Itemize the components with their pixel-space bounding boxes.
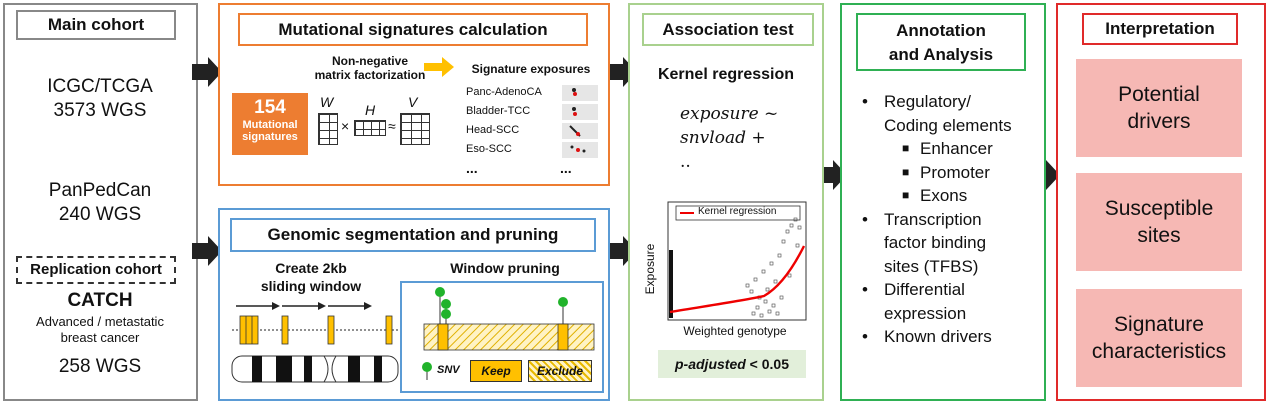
replication-cohort-title: Replication cohort — [16, 256, 176, 284]
kernel-regression-plot — [667, 201, 807, 321]
approx-symbol: ≈ — [388, 118, 396, 134]
arrow-icon — [192, 57, 222, 87]
catch-desc-1: Advanced / metastatic — [36, 314, 164, 329]
ellipsis-right: ... — [560, 160, 572, 176]
sliding-window-diagram — [231, 302, 399, 383]
icgc-label: ICGC/TCGA — [47, 76, 153, 97]
arrow-icon — [817, 160, 847, 190]
signature-count-label-2: signatures — [242, 131, 298, 143]
window-pruning-title: Window pruning — [450, 260, 560, 276]
annotation-subitem-exons: ■Exons — [902, 186, 968, 205]
exposures-title: Signature exposures — [471, 62, 591, 76]
sliding-window-label-1: Create 2kb — [275, 260, 347, 276]
times-symbol: × — [341, 118, 350, 134]
signature-count-box: 154 Mutational signatures — [232, 93, 308, 155]
annotation-title: Annotation and Analysis — [856, 13, 1026, 71]
interpretation-title: Interpretation — [1082, 13, 1238, 45]
signature-count-label-1: Mutational — [242, 119, 298, 131]
main-cohort-panel — [3, 3, 198, 401]
exposure-label-head: Head-SCC — [466, 124, 520, 136]
nmf-label-2: matrix factorization — [314, 68, 426, 82]
p-adjusted-threshold: < 0.05 — [749, 356, 789, 372]
annotation-item-tfbs: • Transcription factor binding sites (TF… — [862, 209, 987, 276]
kernel-regression-label: Kernel regression — [657, 66, 795, 83]
exposure-label-bladder: Bladder-TCC — [466, 105, 531, 117]
exclude-legend: Exclude — [528, 360, 592, 382]
arrow-icon — [192, 236, 222, 266]
p-adjusted-box: p-adjusted < 0.05 — [658, 350, 806, 378]
annotation-title-line-2: and Analysis — [888, 45, 994, 64]
matrix-w — [318, 113, 338, 145]
annotation-title-line-1: Annotation — [896, 21, 986, 40]
formula-line-2: snvload + — [680, 128, 766, 148]
exposure-label-eso: Eso-SCC — [466, 143, 512, 155]
annotation-item-known-drivers: • Known drivers — [862, 327, 992, 346]
annotation-subitem-promoter: ■Promoter — [902, 162, 990, 182]
annotation-list: • Regulatory/ Coding elements ■Enhancer … — [858, 90, 1044, 349]
catch-label: CATCH — [67, 290, 133, 311]
panpedcan-label: PanPedCan — [48, 180, 152, 201]
icgc-count: 3573 WGS — [53, 100, 147, 121]
signatures-title: Mutational signatures calculation — [238, 13, 588, 46]
matrix-v-label: V — [408, 94, 418, 110]
annotation-item-expression: • Differential expression — [862, 280, 967, 323]
matrix-v — [400, 113, 430, 145]
panpedcan-count: 240 WGS — [58, 204, 142, 225]
catch-desc-2: breast cancer — [60, 330, 140, 345]
plot-x-label: Weighted genotype — [683, 324, 787, 338]
main-cohort-title: Main cohort — [16, 10, 176, 40]
snv-icon — [422, 362, 432, 380]
signature-count: 154 — [254, 97, 286, 118]
formula-line-3: .. — [680, 152, 691, 172]
catch-count: 258 WGS — [58, 356, 142, 377]
sliding-window-label-2: sliding window — [260, 278, 362, 294]
ellipsis-left: ... — [466, 160, 478, 176]
p-adjusted-label: p-adjusted — [675, 356, 746, 372]
segmentation-title: Genomic segmentation and pruning — [230, 218, 596, 252]
association-title: Association test — [642, 13, 814, 46]
matrix-w-label: W — [320, 94, 334, 110]
keep-legend: Keep — [470, 360, 522, 382]
mini-exposure-plots — [562, 85, 598, 158]
right-arrow-icon — [424, 57, 454, 77]
snv-legend-label: SNV — [437, 364, 460, 376]
exposure-label-panc: Panc-AdenoCA — [466, 86, 542, 98]
plot-legend-label: Kernel regression — [698, 206, 777, 217]
formula-line-1: exposure ~ — [680, 104, 779, 124]
matrix-h — [354, 120, 386, 136]
window-pruning-box — [400, 281, 604, 393]
window-pruning-diagram — [423, 287, 595, 351]
annotation-subitem-enhancer: ■Enhancer — [902, 139, 993, 158]
nmf-label-1: Non-negative — [331, 54, 408, 68]
matrix-h-label: H — [365, 102, 376, 118]
plot-y-label: Exposure — [643, 243, 657, 295]
annotation-item-regulatory: • Regulatory/ Coding elements — [862, 92, 1012, 135]
